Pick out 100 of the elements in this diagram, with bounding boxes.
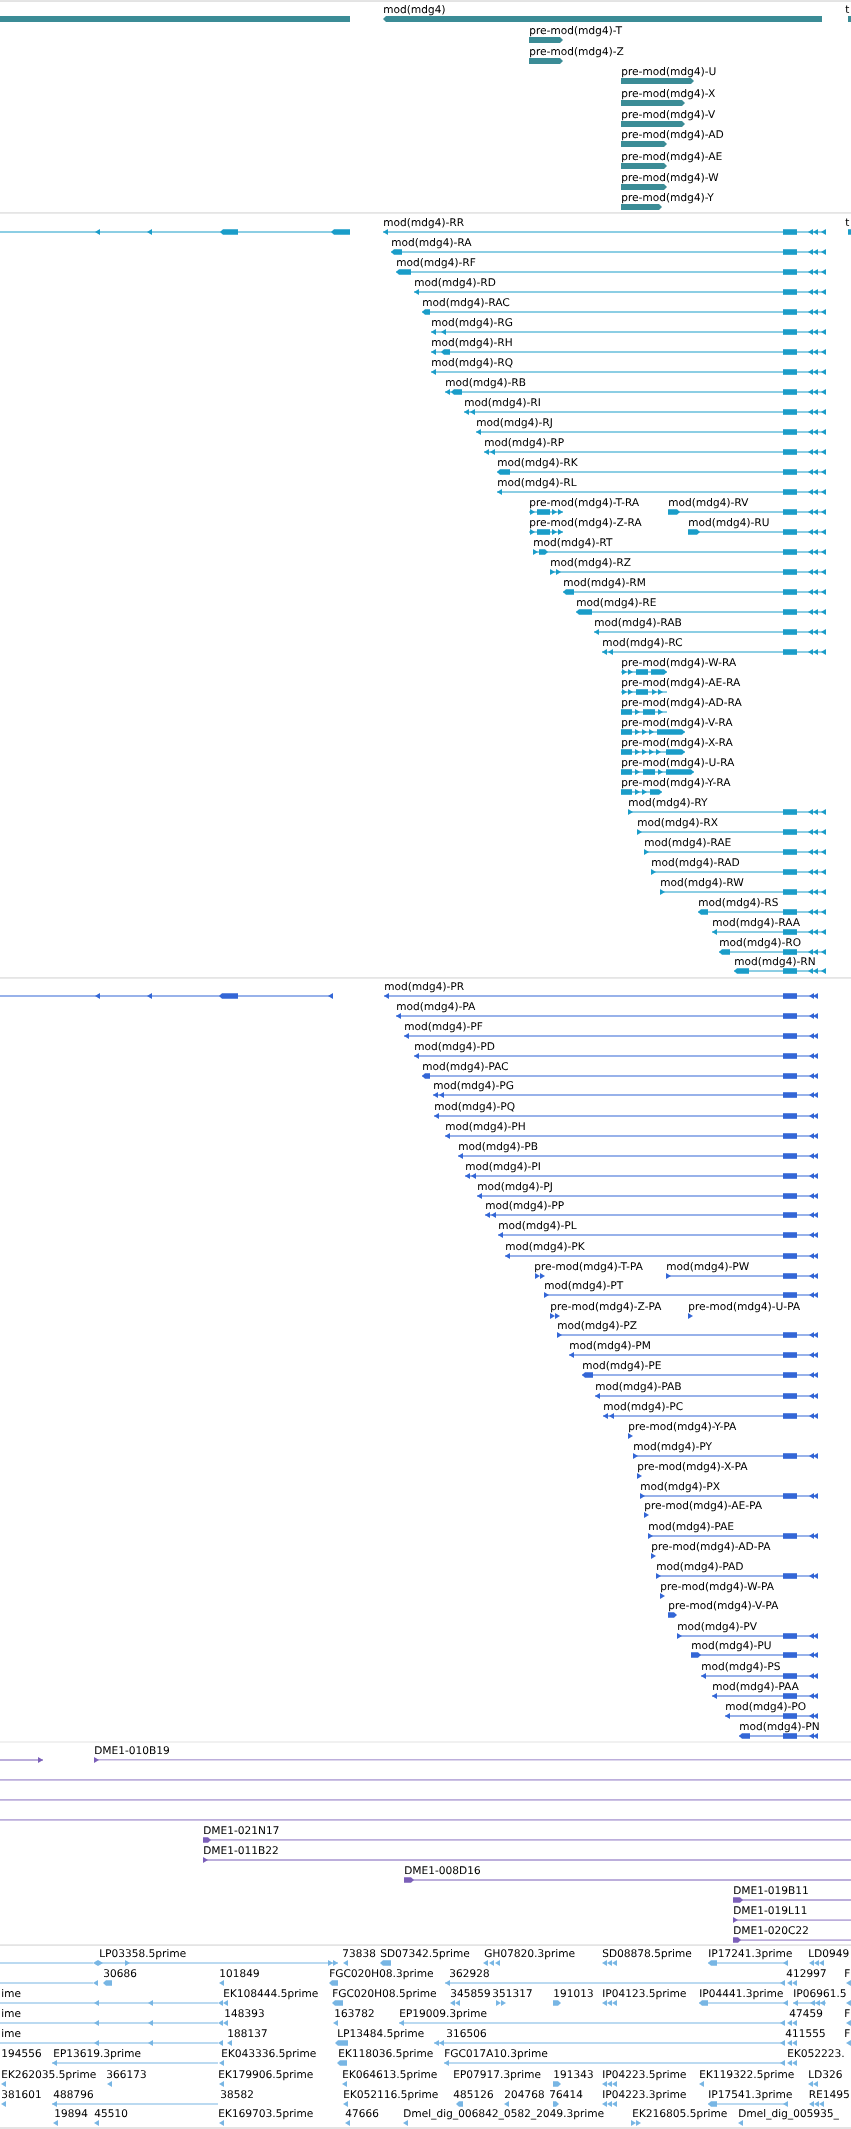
feature-label: pre-mod(mdg4)-X: [622, 88, 715, 100]
feature-label: mod(mdg4)-PC: [604, 1401, 683, 1413]
est-alignment: [846, 2000, 851, 2006]
feature-label: pre-mod(mdg4)-T-PA: [535, 1261, 643, 1273]
feature-label: mod(mdg4)-RP: [485, 437, 564, 449]
feature-label: LD0949: [809, 1949, 849, 1958]
feature-label: pre-mod(mdg4)-W-RA: [622, 657, 737, 669]
feature-label: DME1-020C22: [734, 1926, 808, 1935]
feature-label: LD326: [809, 2070, 842, 2079]
feature-label: mod(mdg4)-RA: [392, 237, 472, 249]
feature-label: Dmel_dig_006842_0582_2049.3prime: [404, 2108, 604, 2120]
feature-label: IP17541.3prime: [709, 2089, 792, 2101]
feature-label: pre-mod(mdg4)-Z-RA: [530, 517, 642, 529]
gene-bar: [0, 16, 350, 22]
feature-label: pre-mod(mdg4)-U-PA: [689, 1301, 801, 1313]
feature-label: ime: [2, 2008, 21, 2018]
feature-label: EK119322.5prime: [700, 2069, 794, 2081]
feature-label: pre-mod(mdg4)-AE-RA: [622, 677, 741, 689]
feature-label: mod(mdg4)-RZ: [551, 557, 631, 569]
feature-label: pre-mod(mdg4)-AE-PA: [645, 1500, 762, 1512]
feature-label: mod(mdg4)-RD: [415, 277, 496, 289]
feature-label: FGC020H08.3prime: [330, 1968, 433, 1980]
feature-label: mod(mdg4)-PAC: [423, 1061, 508, 1073]
feature-label: EK169703.5prime: [219, 2108, 313, 2120]
feature-label: pre-mod(mdg4)-Y-RA: [622, 777, 731, 789]
feature-label: DME1-021N17: [204, 1826, 279, 1835]
feature-label: pre-mod(mdg4)-AE: [622, 151, 722, 163]
feature-label: SD07342.5prime: [380, 1948, 470, 1960]
feature-label: 381601: [2, 2090, 41, 2099]
feature-label: mod(mdg4)-RAB: [595, 617, 682, 629]
feature-label: mod(mdg4)-PO: [726, 1701, 806, 1713]
feature-label: mod(mdg4)-PI: [466, 1161, 540, 1173]
feature-label: mod(mdg4)-RE: [577, 597, 656, 609]
feature-label: 101849: [220, 1969, 259, 1978]
feature-label: mod(mdg4)-PH: [446, 1121, 525, 1133]
feature-label: 38582: [221, 2090, 253, 2099]
feature-label: EP19009.3prime: [400, 2008, 487, 2020]
feature-label: mod(mdg4)-RF: [397, 257, 476, 269]
feature-label: mod(mdg4)-PS: [702, 1661, 780, 1673]
feature-label: mod(mdg4)-RC: [603, 637, 683, 649]
feature-label: F: [845, 2029, 850, 2037]
feature-label: mod(mdg4)-PJ: [478, 1181, 552, 1193]
feature-label: DME1-019L11: [734, 1906, 807, 1915]
feature-label: pre-mod(mdg4)-Z: [530, 46, 624, 58]
feature-label: LP03358.5prime: [100, 1948, 186, 1960]
feature-label: pre-mod(mdg4)-Y: [622, 192, 714, 204]
feature-label: mod(mdg4)-PAA: [713, 1681, 799, 1693]
clone-line: [0, 1799, 851, 1801]
feature-label: pre-mod(mdg4)-T-RA: [530, 497, 639, 509]
feature-label: 412997: [786, 1969, 826, 1978]
feature-label: mod(mdg4)-RR: [384, 217, 464, 229]
feature-label: mod(mdg4)-PW: [667, 1261, 749, 1273]
feature-label: mod(mdg4)-PF: [405, 1021, 483, 1033]
feature-label: pre-mod(mdg4)-X-RA: [622, 737, 733, 749]
feature-label: mod(mdg4)-RQ: [432, 357, 513, 369]
clone-line: [0, 1779, 851, 1781]
feature-label: 345859: [451, 1989, 490, 1998]
feature-label: mod(mdg4)-PAD: [657, 1561, 743, 1573]
feature-label: 73838: [343, 1949, 376, 1958]
feature-label: GH07820.3prime: [484, 1948, 575, 1960]
feature-label: 163782: [335, 2009, 374, 2018]
feature-label: EK064613.5prime: [343, 2069, 437, 2081]
feature-label: pre-mod(mdg4)-W: [622, 172, 719, 184]
feature-label: mod(mdg4)-RX: [638, 817, 718, 829]
feature-label: pre-mod(mdg4)-T: [530, 25, 623, 37]
feature-label: 191343: [554, 2070, 593, 2079]
feature-label: EP07917.3prime: [454, 2069, 541, 2081]
feature-label: 194556: [2, 2049, 41, 2058]
feature-label: EK216805.5prime: [633, 2108, 727, 2120]
feature-label: mod(mdg4)-PN: [740, 1721, 819, 1733]
feature-label: EK108444.5prime: [224, 1988, 318, 2000]
feature-label: mod(mdg4)-RAA: [713, 917, 800, 929]
feature-label: mod(mdg4)-PAE: [649, 1521, 734, 1533]
feature-label: 191013: [554, 1989, 593, 1998]
feature-label: mod(mdg4)-PA: [397, 1001, 476, 1013]
feature-label: pre-mod(mdg4)-V: [622, 109, 716, 121]
coding-model: [0, 993, 334, 999]
feature-label: IP04441.3prime: [700, 1988, 783, 2000]
feature-label: IP04223.3prime: [603, 2089, 686, 2101]
feature-label: t: [845, 5, 850, 13]
feature-label: mod(mdg4)-PT: [545, 1280, 624, 1292]
feature-label: EP13619.3prime: [54, 2048, 141, 2060]
feature-label: mod(mdg4)-PK: [506, 1241, 585, 1253]
feature-label: 366173: [107, 2070, 146, 2079]
feature-label: mod(mdg4)-PV: [678, 1621, 757, 1633]
feature-label: mod(mdg4)-RAE: [645, 837, 731, 849]
feature-label: mod(mdg4)-RT: [534, 537, 613, 549]
feature-label: pre-mod(mdg4)-Y-PA: [629, 1421, 737, 1433]
feature-label: EK052116.5prime: [344, 2089, 438, 2101]
feature-label: DME1-010B19: [95, 1746, 169, 1755]
feature-label: t: [845, 218, 850, 226]
feature-label: mod(mdg4)-RV: [669, 497, 749, 509]
est-alignment: [0, 1960, 98, 1966]
feature-label: 204768: [505, 2090, 544, 2099]
feature-label: mod(mdg4)-RW: [661, 877, 744, 889]
feature-label: mod(mdg4)-RH: [432, 337, 512, 349]
feature-label: mod(mdg4)-PL: [499, 1220, 577, 1232]
feature-label: pre-mod(mdg4)-U-RA: [622, 757, 735, 769]
feature-label: 488796: [53, 2090, 93, 2099]
feature-label: pre-mod(mdg4)-U: [622, 66, 716, 78]
